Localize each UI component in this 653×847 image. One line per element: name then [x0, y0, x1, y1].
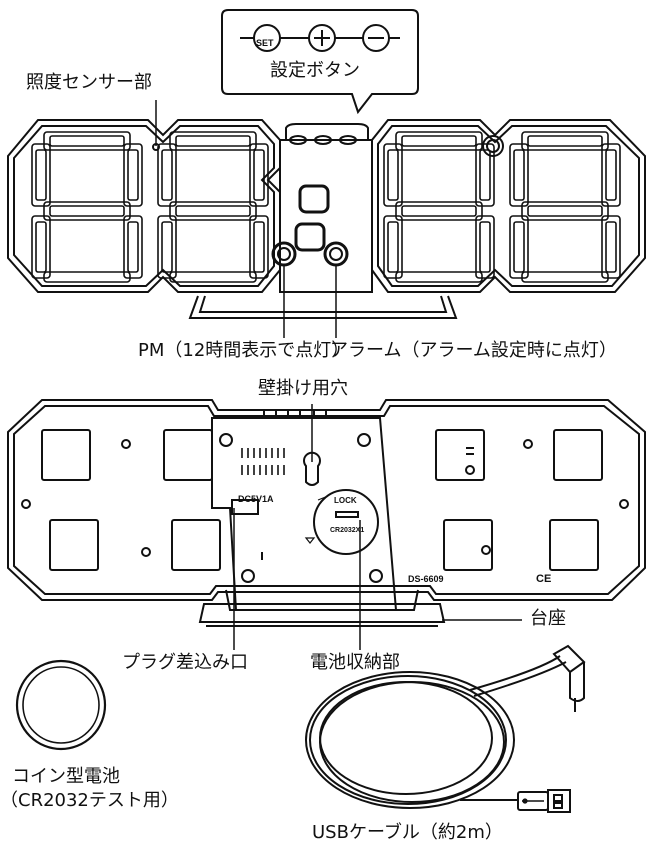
callout-bubble [221, 9, 419, 115]
clock-back [7, 399, 646, 627]
front-stand [188, 295, 458, 319]
back-stand [198, 603, 446, 623]
set-buttons-label: 設定ボタン [270, 60, 360, 81]
digit-segments [31, 131, 621, 283]
battery-compartment-label: 電池収納部 [310, 652, 400, 673]
battery-type-text: CR2032X1 [330, 527, 365, 534]
alarm-indicator [323, 241, 349, 267]
set-button-label: SET [256, 38, 274, 48]
usb-cable-label: USBケーブル（約2m） [312, 822, 503, 843]
plug-port-label: プラグ差込み口 [122, 652, 248, 673]
battery-cover-icon [313, 489, 379, 555]
stand-label: 台座 [530, 608, 566, 629]
wall-hole-label: 壁掛け用穴 [258, 378, 348, 399]
dc-plug-port-icon [231, 499, 259, 515]
lock-text: LOCK [334, 496, 357, 505]
coin-battery-icon [15, 659, 107, 751]
alarm-indicator-label: アラーム（アラーム設定時に点灯） [330, 340, 617, 361]
dc-rating-text: DC5V1A [238, 494, 274, 504]
set-button-icon[interactable] [253, 24, 281, 52]
pm-indicator-label: PM（12時間表示で点灯） [138, 340, 350, 361]
usb-cable-icon [305, 644, 586, 813]
light-sensor-label: 照度センサー部 [26, 72, 152, 93]
coin-battery-label: コイン型電池 [12, 766, 120, 787]
wall-hang-hole-icon [303, 451, 321, 486]
colon-lower [294, 222, 326, 252]
model-number-text: DS-6609 [408, 574, 444, 584]
coin-battery-note: （CR2032テスト用） [0, 790, 179, 811]
colon-upper [298, 184, 330, 214]
ce-mark: CE [536, 573, 552, 585]
pm-indicator [271, 241, 297, 267]
